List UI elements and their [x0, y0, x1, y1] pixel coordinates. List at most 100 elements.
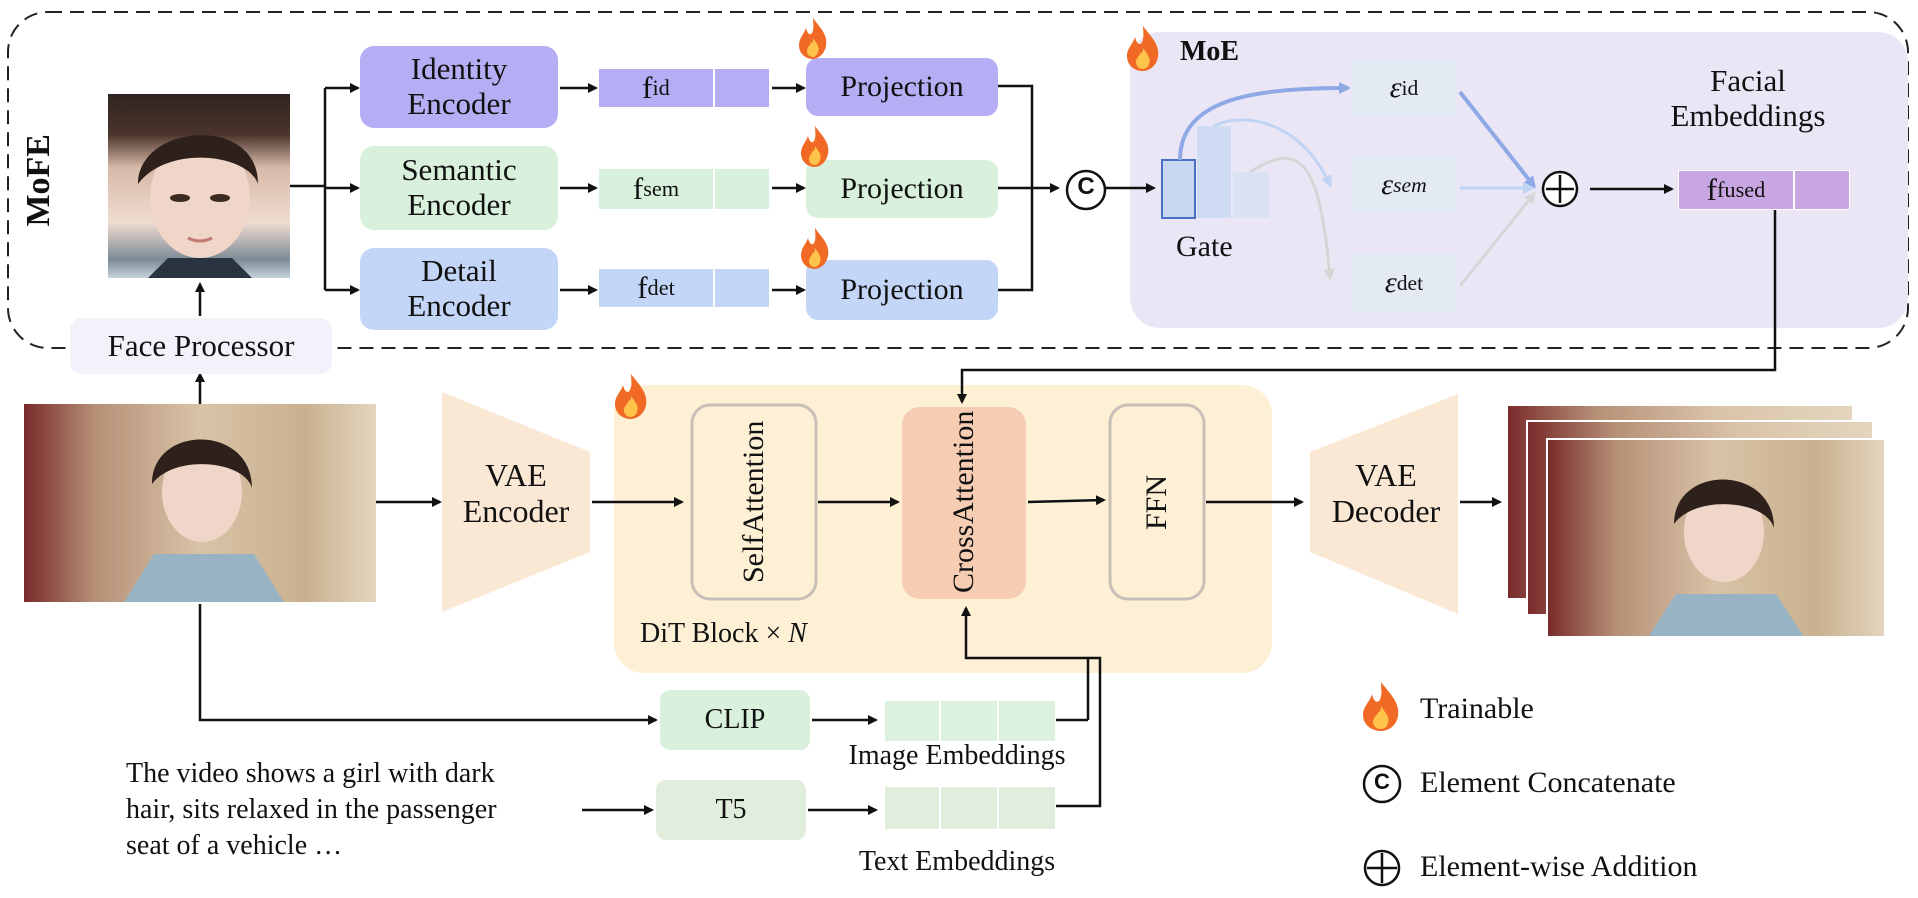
flame-icon: [1127, 26, 1159, 71]
ffn-box: [1108, 403, 1206, 601]
identity-encoder-line2: Encoder: [407, 86, 511, 121]
gate-label: Gate: [1176, 230, 1233, 263]
dit-block-n: N: [788, 618, 807, 649]
dit-block-text: DiT Block ×: [640, 618, 782, 649]
legend-trainable: Trainable: [1420, 692, 1534, 725]
vae-encoder-label: VAE Encoder: [446, 457, 586, 530]
output-frame-1: [1546, 438, 1886, 638]
input-frame-icon: [124, 439, 284, 602]
projection-semantic: Projection: [806, 160, 998, 218]
feature-sem-f: f: [632, 171, 644, 206]
image-embedding-cell-3: [998, 700, 1056, 742]
input-frame-image: [24, 404, 376, 602]
facial-embeddings-label: Facial Embeddings: [1630, 63, 1866, 133]
gate-bar-1: [1161, 159, 1196, 219]
cross-attention-label: Cross Attention: [928, 411, 1000, 593]
mofe-title: MoFE: [20, 134, 57, 227]
self-attention-line1: Self: [737, 534, 771, 583]
self-attention-label: Self Attention: [718, 420, 790, 584]
vae-encoder-shape: [442, 392, 590, 612]
vae-decoder-line1: VAE: [1355, 457, 1417, 493]
dit-block-label: DiT Block × N: [640, 618, 807, 649]
identity-encoder-line1: Identity: [410, 51, 508, 87]
caption-text: The video shows a girl with dark hair, s…: [126, 756, 497, 863]
facial-embeddings-line1: Facial: [1710, 63, 1786, 98]
feature-fused-sub: fused: [1716, 177, 1766, 202]
detail-encoder-line2: Encoder: [407, 288, 511, 323]
face-crop-image: [108, 94, 290, 278]
legend-concat-letter: C: [1374, 769, 1390, 794]
vae-decoder-label: VAE Decoder: [1314, 457, 1458, 530]
flame-icon: [615, 374, 647, 419]
vae-encoder-line1: VAE: [485, 457, 547, 493]
vae-encoder-line2: Encoder: [462, 492, 570, 529]
flame-icon: [801, 126, 829, 167]
moe-title: MoE: [1180, 36, 1240, 67]
feature-id-f: f: [642, 70, 653, 105]
legend-flame-icon: [1363, 682, 1399, 731]
image-embeddings-label: Image Embeddings: [848, 740, 1066, 771]
feature-fused-f: f: [1706, 172, 1717, 207]
feature-id-cell-2: [714, 68, 770, 108]
semantic-encoder-line1: Semantic: [401, 152, 517, 188]
text-embedding-cell-3: [998, 786, 1056, 830]
feature-id-sub: id: [652, 75, 670, 100]
output-frame-icon: [1648, 479, 1804, 636]
clip-box: CLIP: [660, 690, 810, 750]
vae-decoder-line2: Decoder: [1331, 492, 1441, 529]
expert-sem-sym: ε: [1381, 168, 1394, 202]
facial-embeddings-line2: Embeddings: [1670, 97, 1826, 133]
expert-det-sub: det: [1396, 270, 1424, 295]
expert-det-sym: ε: [1384, 266, 1397, 300]
feature-det-sub: det: [647, 275, 675, 300]
projection-identity: Projection: [806, 58, 998, 116]
cross-attention-line2: Attention: [947, 411, 981, 525]
concat-node: [1065, 169, 1107, 211]
semantic-encoder: Semantic Encoder: [360, 146, 558, 230]
vae-decoder-shape: [1310, 394, 1458, 614]
semantic-encoder-line2: Encoder: [407, 187, 511, 222]
flame-icon: [799, 18, 827, 59]
image-embedding-cell-1: [884, 700, 940, 742]
expert-id-sym: ε: [1389, 71, 1402, 105]
detail-encoder-line1: Detail: [421, 253, 497, 289]
feature-det-f: f: [637, 270, 648, 305]
projection-detail: Projection: [806, 260, 998, 320]
text-embedding-cell-1: [884, 786, 940, 830]
face-crop-icon: [138, 135, 258, 278]
cross-attention-line1: Cross: [947, 524, 981, 593]
legend-addition: Element-wise Addition: [1420, 850, 1698, 883]
self-attention-line2: Attention: [737, 421, 771, 535]
concat-symbol: C: [1077, 173, 1095, 200]
t5-box: T5: [656, 780, 806, 840]
self-attention-box: [690, 403, 818, 601]
text-embedding-cell-2: [940, 786, 998, 830]
caption-line1: The video shows a girl with dark: [126, 758, 495, 789]
legend-concat-symbol: [1362, 764, 1402, 804]
moe-panel: [1130, 32, 1908, 328]
flame-icon: [801, 228, 829, 269]
legend-concat: Element Concatenate: [1420, 766, 1676, 799]
text-embeddings-label: Text Embeddings: [858, 846, 1056, 877]
feature-fused-cell-2: [1794, 170, 1850, 210]
face-processor: Face Processor: [70, 318, 332, 374]
feature-sem-sub: sem: [643, 176, 680, 201]
gate-bar-2: [1197, 126, 1231, 218]
detail-encoder: Detail Encoder: [360, 248, 558, 330]
caption-line3: seat of a vehicle …: [126, 829, 343, 861]
image-embedding-cell-2: [940, 700, 998, 742]
gate-bar-3: [1233, 172, 1269, 218]
expert-sem-sub: sem: [1393, 172, 1427, 197]
identity-encoder: Identity Encoder: [360, 46, 558, 128]
cross-attention-box: [902, 407, 1026, 599]
expert-id-sub: id: [1401, 75, 1419, 100]
